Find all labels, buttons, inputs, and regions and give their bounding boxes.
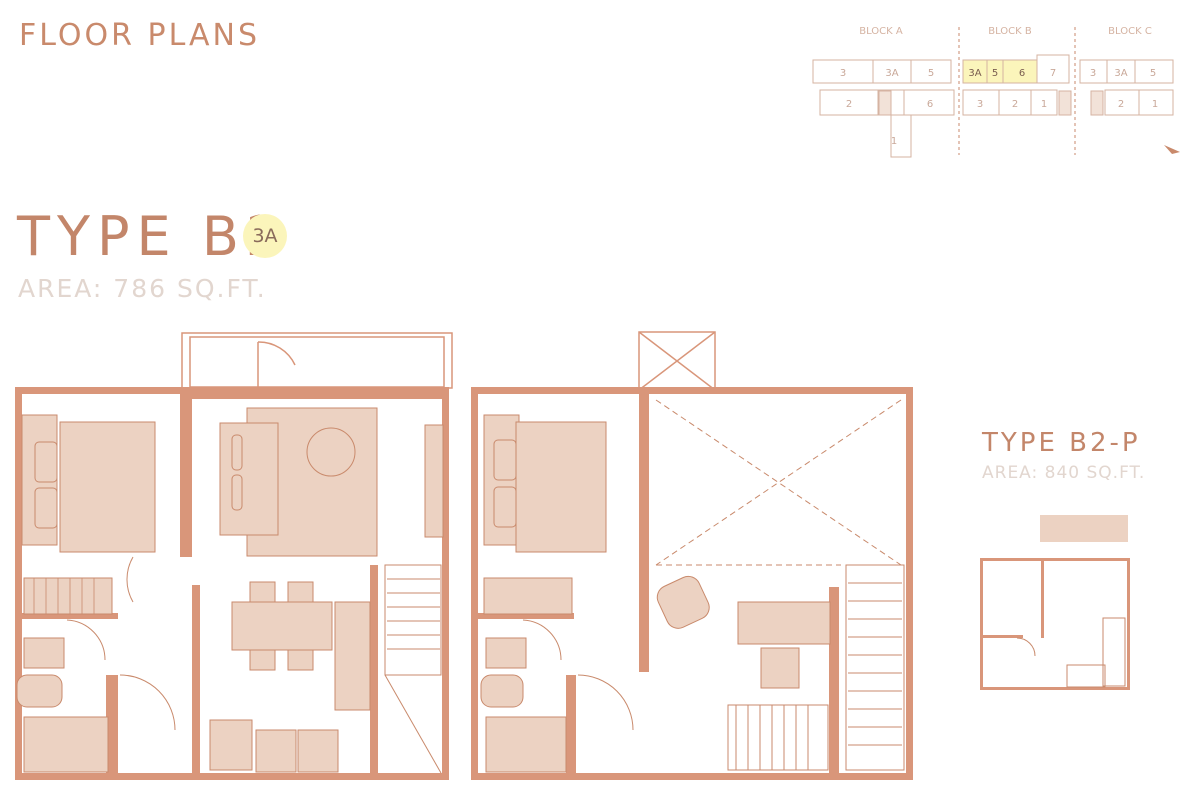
north-arrow-icon (1164, 145, 1180, 154)
key-b-top-4: 7 (1050, 68, 1056, 79)
key-b-top-3: 6 (1019, 68, 1025, 79)
key-a-top-3: 5 (928, 68, 934, 79)
key-c-top-3: 5 (1150, 68, 1156, 79)
key-b-top-1: 3A (968, 68, 981, 79)
key-b-bottom-3: 1 (1041, 99, 1047, 110)
unit-type-title: TYPE B2 (17, 205, 288, 268)
penthouse-type-title: TYPE B2-P (982, 428, 1141, 458)
key-a-bottom-3: 1 (891, 136, 897, 147)
key-b-top-2: 5 (992, 68, 998, 79)
key-b-bottom-1: 3 (977, 99, 983, 110)
floor-plan-upper (471, 331, 913, 780)
unit-area: AREA: 786 SQ.FT. (18, 274, 267, 303)
block-c-label: BLOCK C (1108, 26, 1152, 37)
key-a-bottom-1: 2 (846, 99, 852, 110)
key-a-top-1: 3 (840, 68, 846, 79)
key-c-bottom-1: 2 (1118, 99, 1124, 110)
key-c-top-2: 3A (1114, 68, 1127, 79)
key-c-top-1: 3 (1090, 68, 1096, 79)
key-a-bottom-2: 6 (927, 99, 933, 110)
block-b-label: BLOCK B (988, 26, 1032, 37)
key-b-bottom-2: 2 (1012, 99, 1018, 110)
penthouse-plan (980, 515, 1130, 690)
floor-plan-lower (15, 332, 453, 780)
key-c-bottom-2: 1 (1152, 99, 1158, 110)
page-title: FLOOR PLANS (19, 18, 261, 53)
block-a-label: BLOCK A (859, 26, 903, 37)
key-plan: BLOCK A BLOCK B BLOCK C 3 3A 5 2 6 1 3A … (812, 26, 1180, 158)
penthouse-area: AREA: 840 SQ.FT. (982, 463, 1146, 483)
key-a-top-2: 3A (885, 68, 898, 79)
unit-badge: 3A (243, 214, 287, 258)
